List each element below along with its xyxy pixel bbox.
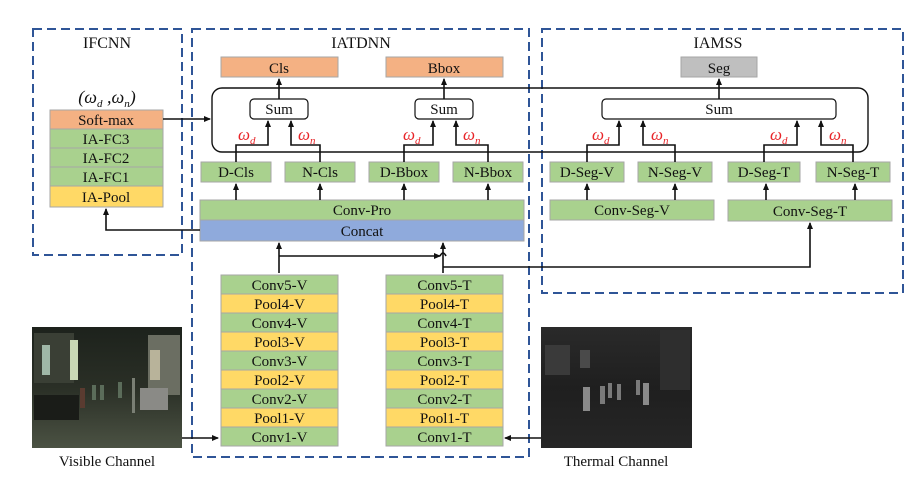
visible-label-pool4-v: Pool4-V — [254, 297, 305, 313]
ia-pool-label: IA-Pool — [82, 190, 130, 206]
n-bbox-to-sum-path — [453, 120, 489, 162]
concat-label: Concat — [341, 224, 384, 240]
ia-pool-layer — [49, 185, 164, 208]
omega-d-seg-v: ωd — [592, 125, 610, 147]
visible-label-conv3-v: Conv3-V — [252, 354, 308, 370]
cls-output — [220, 56, 339, 78]
thermal-label-conv2-t: Conv2-T — [417, 392, 471, 408]
thermal-channel-caption: Thermal Channel — [564, 454, 669, 470]
thermal-label-pool3-t: Pool3-T — [420, 335, 469, 351]
d-seg-t-label: D-Seg-T — [738, 165, 791, 181]
visible-label-conv1-v: Conv1-V — [252, 430, 308, 446]
seg-label: Seg — [708, 61, 731, 77]
bbox-sum-label: Sum — [430, 102, 458, 118]
omega-d-cls: ωd — [238, 125, 256, 147]
visible-stream-stack: Conv5-V Pool4-V Conv4-V Pool3-V Conv3-V Pool2… — [220, 274, 339, 447]
visible-channel-image — [32, 327, 182, 448]
ia-fc3-label: IA-FC3 — [83, 132, 130, 148]
visible-label-conv4-v: Conv4-V — [252, 316, 308, 332]
visible-label-pool1-v: Pool1-V — [254, 411, 305, 427]
visible-layer-conv1-v — [220, 426, 339, 447]
conv-seg-v-layer — [549, 199, 715, 221]
n-seg-t-label: N-Seg-T — [827, 165, 880, 181]
d-seg-t-to-sum-path — [763, 120, 800, 162]
n-seg-t-to-sum-path — [818, 120, 854, 162]
thermal-label-conv4-t: Conv4-T — [417, 316, 471, 332]
softmax-label: Soft-max — [78, 113, 134, 129]
thermal-layer-conv1-t — [385, 426, 504, 447]
visible-channel-caption: Visible Channel — [59, 454, 155, 470]
ifcnn-layer-stack: Soft-max IA-FC3 IA-FC2 IA-FC1 IA-Pool — [49, 109, 164, 208]
visible-label-pool2-v: Pool2-V — [254, 373, 305, 389]
bbox-output — [385, 56, 504, 78]
d-bbox-label: D-Bbox — [380, 165, 429, 181]
visible-label-conv2-v: Conv2-V — [252, 392, 308, 408]
omega-n-seg-v: ωn — [651, 125, 669, 147]
n-cls-label: N-Cls — [302, 165, 338, 181]
n-seg-v-to-sum-path — [640, 120, 676, 162]
seg-output — [680, 56, 758, 78]
n-seg-v-label: N-Seg-V — [648, 165, 702, 181]
d-seg-v-label: D-Seg-V — [560, 165, 614, 181]
d-bbox-to-sum-path — [403, 120, 436, 162]
thermal-label-pool2-t: Pool2-T — [420, 373, 469, 389]
iatdnn-title: IATDNN — [331, 35, 391, 52]
visible-label-conv5-v: Conv5-V — [252, 278, 308, 294]
thermal-label-pool4-t: Pool4-T — [420, 297, 469, 313]
conv-seg-v-label: Conv-Seg-V — [594, 203, 670, 219]
ia-fc2-label: IA-FC2 — [83, 151, 130, 167]
ia-fc1-label: IA-FC1 — [83, 170, 130, 186]
iatdnn-module-border — [191, 28, 530, 458]
thermal-to-conv-seg-t-path — [443, 222, 813, 268]
iamss-module-border — [541, 28, 904, 294]
cls-sum-label: Sum — [265, 102, 293, 118]
thermal-label-pool1-t: Pool1-T — [420, 411, 469, 427]
thermal-label-conv3-t: Conv3-T — [417, 354, 471, 370]
thermal-stream-stack: Conv5-T Pool4-T Conv4-T Pool3-T Conv3-T Pool2… — [385, 274, 504, 447]
omega-n-bbox: ωn — [463, 125, 481, 147]
weighting-region — [211, 87, 869, 153]
n-cls-to-sum-path — [288, 120, 321, 162]
conv-seg-t-layer — [727, 199, 893, 222]
ifcnn-module-border — [32, 28, 183, 256]
thermal-channel-image — [541, 327, 692, 448]
ifcnn-title: IFCNN — [83, 35, 131, 52]
conv-pro-label: Conv-Pro — [333, 203, 391, 219]
d-cls-label: D-Cls — [218, 165, 254, 181]
seg-sum-label: Sum — [705, 102, 733, 118]
omega-d-seg-t: ωd — [770, 125, 788, 147]
conv-seg-t-label: Conv-Seg-T — [773, 204, 847, 220]
visible-label-pool3-v: Pool3-V — [254, 335, 305, 351]
iamss-title: IAMSS — [694, 35, 743, 52]
omega-n-seg-t: ωn — [829, 125, 847, 147]
ifcnn-weights-label: (ωd ,ωn) — [78, 87, 135, 110]
thermal-label-conv1-t: Conv1-T — [417, 430, 471, 446]
concat-to-ia-pool-path — [103, 208, 200, 231]
thermal-label-conv5-t: Conv5-T — [417, 278, 471, 294]
cls-label: Cls — [269, 61, 289, 77]
d-cls-to-sum-path — [235, 120, 271, 162]
omega-d-bbox: ωd — [403, 125, 421, 147]
omega-n-cls: ωn — [298, 125, 316, 147]
d-seg-v-to-sum-path — [586, 120, 622, 162]
n-bbox-label: N-Bbox — [464, 165, 513, 181]
bbox-label: Bbox — [428, 61, 461, 77]
